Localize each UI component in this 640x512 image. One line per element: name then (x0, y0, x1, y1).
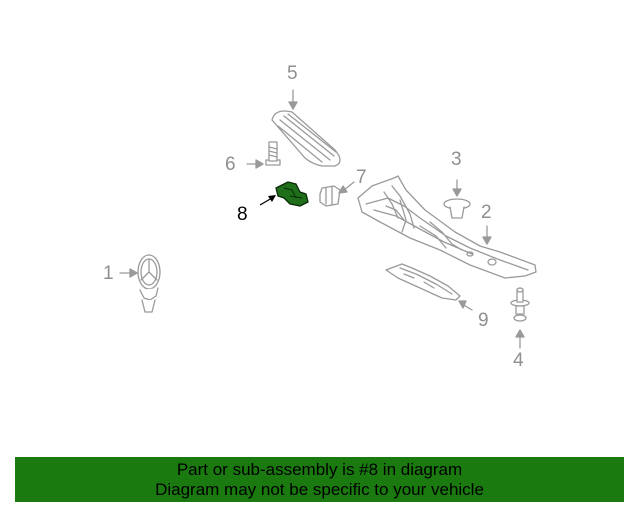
arrow-9 (458, 300, 473, 311)
arrow-6 (246, 159, 264, 169)
part-2-cowl-panel (357, 175, 537, 279)
arrow-5 (288, 89, 298, 110)
part-5-cover (271, 110, 341, 167)
arrow-2 (482, 225, 492, 245)
part-3-clip (443, 198, 471, 219)
part-4-pin (510, 287, 530, 322)
arrow-3 (452, 179, 462, 197)
callout-6: 6 (225, 154, 236, 175)
callout-7: 7 (356, 167, 367, 188)
banner-line-part: Part or sub-assembly is #8 in diagram (176, 459, 463, 479)
part-1-emblem (137, 254, 161, 313)
callout-9: 9 (478, 310, 489, 331)
arrow-1 (119, 268, 138, 278)
part-8-bracket-highlighted (275, 181, 309, 207)
callout-1: 1 (103, 263, 114, 284)
parts-diagram (119, 89, 537, 349)
callout-4: 4 (513, 350, 524, 371)
arrow-4 (515, 329, 525, 349)
callout-2: 2 (481, 202, 492, 223)
part-9-panel (385, 263, 461, 301)
banner-line-disclaimer: Diagram may not be specific to your vehi… (155, 479, 484, 499)
callout-5: 5 (287, 63, 298, 84)
arrow-8 (259, 195, 276, 206)
info-banner: Part or sub-assembly is #8 in diagram Di… (15, 457, 624, 502)
arrow-7 (338, 181, 355, 194)
part-7-clip (319, 185, 341, 207)
part-6-bolt (265, 141, 281, 166)
callout-3: 3 (451, 149, 462, 170)
callout-8: 8 (237, 204, 248, 225)
